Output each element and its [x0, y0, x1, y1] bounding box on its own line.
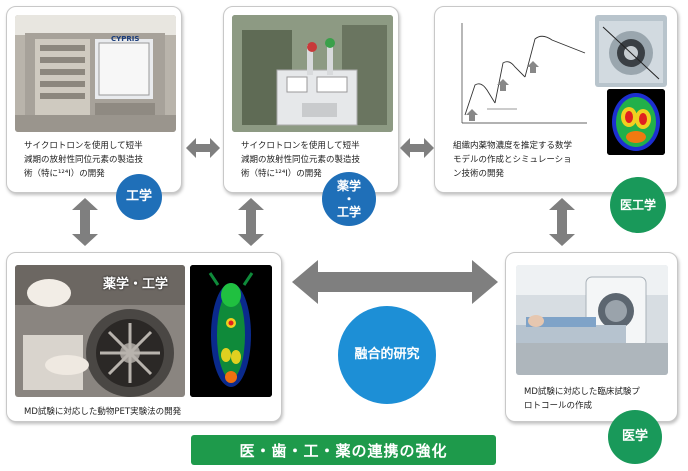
animal-experiment-photo: 薬学・工学 — [15, 265, 185, 397]
double-arrow-horizontal-2 — [400, 138, 434, 158]
caption-bottom-left: MD試験に対応した動物PET実験法の開発 — [24, 407, 182, 417]
badge-medical-engineering: 医工学 — [610, 177, 666, 233]
double-arrow-vertical-2 — [238, 198, 264, 246]
double-arrow-horizontal-1 — [186, 138, 220, 158]
badge-fusion-research: 融合的研究 — [338, 306, 436, 404]
brain-scan-image — [607, 89, 665, 155]
pet-scanner-image — [595, 15, 667, 87]
double-arrow-vertical-1 — [72, 198, 98, 246]
caption-bottom-right: MD試験に対応した臨床試験プ ロトコールの作成 — [524, 387, 640, 411]
card-top-middle: サイクロトロンを使用して短半 減期の放射性同位元素の製造技 術（特に¹²⁴I）の… — [223, 6, 399, 193]
photo-label-cypris: CYPRIS — [111, 35, 140, 43]
badge-pharmacy-engineering: 薬学 ・ 工学 — [322, 172, 376, 226]
cyclotron-photo: CYPRIS — [15, 15, 176, 132]
photo-label-pharmacy-engineering: 薬学・工学 — [103, 277, 169, 292]
caption-top-left: サイクロトロンを使用して短半 減期の放射性同位元素の製造技 術（特に¹²⁴I）の… — [24, 141, 144, 179]
card-top-right: 組織内薬物濃度を推定する数学 モデルの作成とシミュレーショ ン技術の開発 — [434, 6, 678, 193]
double-arrow-large-horizontal — [292, 260, 498, 304]
caption-top-middle: サイクロトロンを使用して短半 減期の放射性同位元素の製造技 術（特に¹²⁴I）の… — [241, 141, 361, 179]
caption-top-right: 組織内薬物濃度を推定する数学 モデルの作成とシミュレーショ ン技術の開発 — [453, 141, 573, 179]
simulation-graph — [447, 15, 590, 135]
badge-engineering: 工学 — [116, 174, 162, 220]
card-bottom-right: MD試験に対応した臨床試験プ ロトコールの作成 — [505, 252, 678, 422]
double-arrow-vertical-3 — [549, 198, 575, 246]
badge-medicine: 医学 — [608, 410, 662, 464]
card-bottom-left: 薬学・工学 MD試験に対応した動物PET実験法の開発 — [6, 252, 282, 422]
clinical-pet-photo — [516, 265, 668, 375]
lab-apparatus-photo — [232, 15, 393, 132]
footer-banner: 医・歯・工・薬の連携の強化 — [191, 435, 496, 465]
animal-pet-image — [190, 265, 272, 397]
card-top-left: CYPRIS サイクロトロンを使用して短半 減期の放射性同位元素の製造技 術（特… — [6, 6, 182, 193]
